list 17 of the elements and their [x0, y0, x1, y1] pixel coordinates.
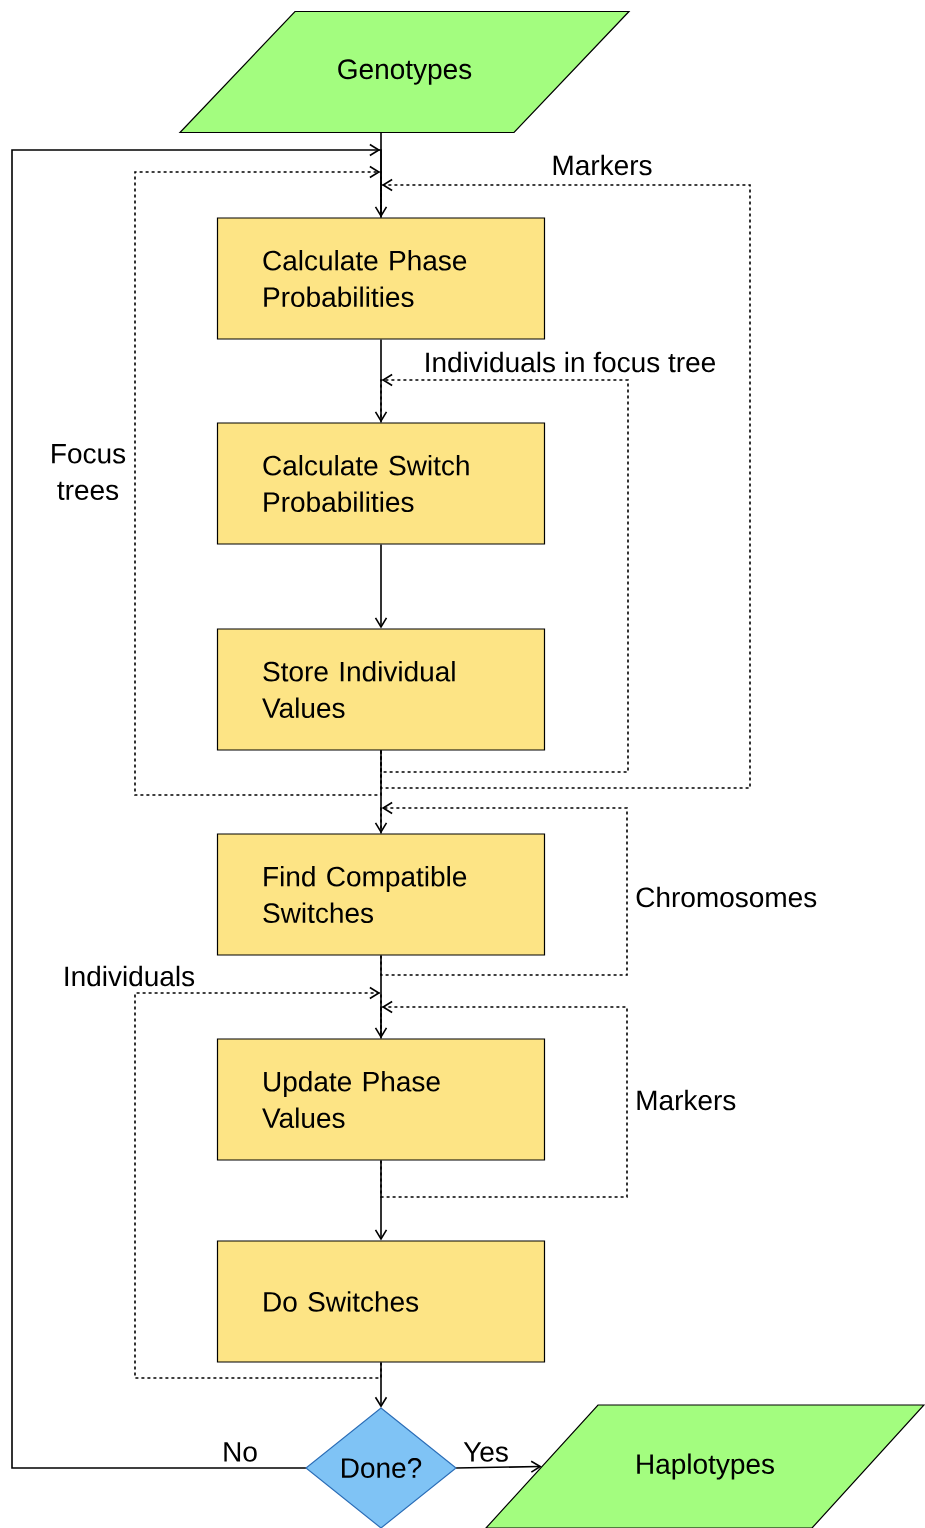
process-box: Find Compatible Switches — [216, 833, 546, 956]
edge-label: Individuals — [61, 964, 197, 988]
arrow — [374, 543, 388, 629]
edge-label: Individuals in focus tree — [422, 350, 718, 374]
arrow — [374, 338, 388, 423]
edge-label: No — [221, 1441, 259, 1463]
arrow — [374, 131, 388, 218]
process-box: Do Switches — [216, 1240, 546, 1363]
edge-label: Markers — [550, 153, 654, 177]
process-box: Calculate Phase Probabilities — [216, 217, 546, 340]
edge-label: Markers — [634, 1088, 738, 1112]
edge-label: Focus trees — [47, 443, 129, 502]
edge-label: Chromosomes — [634, 885, 819, 909]
arrow — [455, 1460, 542, 1473]
process-box: Update Phase Values — [216, 1038, 546, 1161]
process-box: Store Individual Values — [216, 628, 546, 751]
process-box: Calculate Switch Probabilities — [216, 422, 546, 545]
